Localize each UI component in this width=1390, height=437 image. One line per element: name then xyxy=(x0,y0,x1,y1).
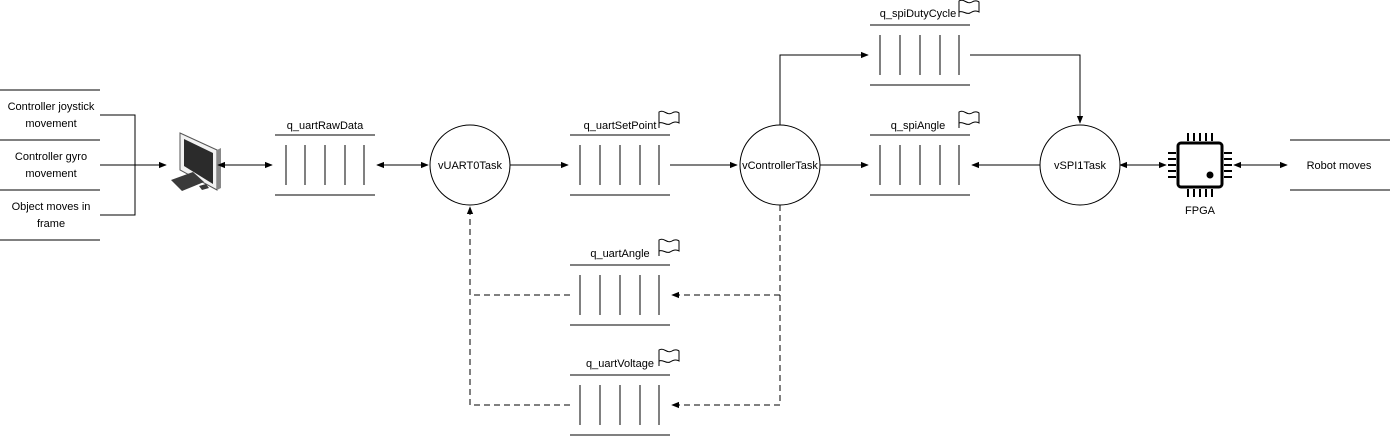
input-connectors xyxy=(100,114,167,216)
task-vcontroller-label: vControllerTask xyxy=(742,160,818,172)
flag-icon xyxy=(658,110,680,128)
task-vuart0: vUART0Task xyxy=(429,124,511,206)
output-robot-moves: Robot moves xyxy=(1290,139,1390,191)
flag-icon xyxy=(958,0,980,17)
controller-feedback-links xyxy=(671,205,781,409)
queue-spi-duty-cycle-label: q_spiDutyCycle xyxy=(880,8,956,20)
output-robot-moves-label: Robot moves xyxy=(1307,160,1372,172)
queue-spi-angle-label: q_spiAngle xyxy=(891,120,945,132)
input-events-list: Controller joystick movement Controller … xyxy=(0,89,100,241)
queue-uart-setpoint: q_uartSetPoint xyxy=(570,110,680,196)
input-object-line2: frame xyxy=(37,218,65,230)
queue-uart-raw-data-label: q_uartRawData xyxy=(287,120,364,132)
task-vspi1: vSPI1Task xyxy=(1039,124,1121,206)
queue-spi-angle: q_spiAngle xyxy=(870,110,980,196)
computer-icon xyxy=(171,132,221,191)
flag-icon xyxy=(658,238,680,256)
flag-icon xyxy=(958,110,980,128)
queue-spi-duty-cycle: q_spiDutyCycle xyxy=(870,0,980,86)
input-joystick-line1: Controller joystick xyxy=(8,101,95,113)
input-object-line1: Object moves in xyxy=(12,201,91,213)
task-vuart0-label: vUART0Task xyxy=(438,160,502,172)
queue-uart-voltage-label: q_uartVoltage xyxy=(586,358,654,370)
fpga-label: FPGA xyxy=(1185,205,1216,217)
queue-uart-angle: q_uartAngle xyxy=(570,238,680,326)
queue-uart-voltage: q_uartVoltage xyxy=(570,348,680,436)
duty-spi-task-link xyxy=(970,54,1084,124)
flag-icon xyxy=(658,348,680,366)
uart-feedback-links xyxy=(466,206,570,406)
queue-uart-raw-data: q_uartRawData xyxy=(275,120,375,196)
task-vspi1-label: vSPI1Task xyxy=(1054,160,1106,172)
chip-icon xyxy=(1168,133,1232,197)
queue-uart-setpoint-label: q_uartSetPoint xyxy=(584,120,657,132)
task-vcontroller: vControllerTask xyxy=(739,124,821,206)
queue-uart-angle-label: q_uartAngle xyxy=(590,248,649,260)
input-gyro-line2: movement xyxy=(25,168,76,180)
controller-duty-link xyxy=(779,51,869,125)
input-gyro-line1: Controller gyro xyxy=(15,151,87,163)
input-joystick-line2: movement xyxy=(25,118,76,130)
